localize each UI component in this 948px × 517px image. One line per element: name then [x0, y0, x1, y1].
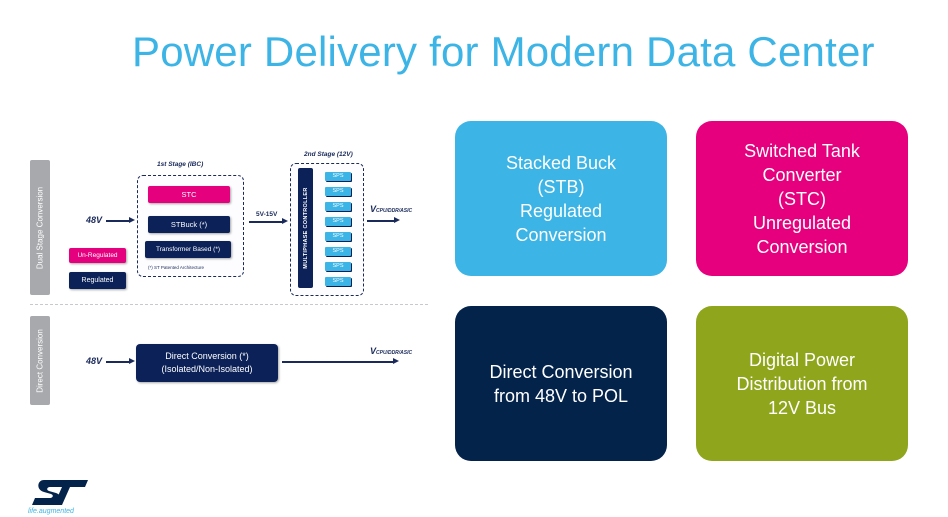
direct-input-arrow — [106, 358, 135, 364]
logo-tagline: life.augmented — [28, 508, 74, 515]
direct-block-line1: Direct Conversion (*) — [165, 351, 249, 361]
st-logo-icon — [32, 480, 88, 505]
stage2-label: 2nd Stage (12V) — [304, 151, 353, 158]
legend-unregulated: Un-Regulated — [69, 248, 126, 263]
section-separator — [30, 304, 428, 305]
direct-input-48v-label: 48V — [86, 356, 103, 366]
direct-output-v-sub: CPU/DDR/ASIC — [376, 350, 413, 356]
card-direct-conversion-text: Direct Conversion from 48V to POL — [489, 361, 633, 406]
output-v-sub: CPU/DDR/ASIC — [376, 208, 413, 214]
sps-block: SPS — [325, 262, 351, 271]
card-direct-conversion: Direct Conversion from 48V to POL — [455, 306, 667, 461]
sps-block: SPS — [325, 247, 351, 256]
input-arrow — [106, 217, 135, 223]
stage1-label: 1st Stage (IBC) — [157, 161, 204, 168]
direct-conversion-tab-label: Direct Conversion — [35, 328, 45, 393]
stc-block: STC — [148, 186, 230, 203]
sps-block: SPS — [325, 202, 351, 211]
direct-output-voltage-label: VCPU/DDR/ASIC — [370, 346, 412, 356]
sps-block: SPS — [325, 232, 351, 241]
multiphase-controller-label: MULTIPHASE CONTROLLER — [302, 187, 309, 269]
direct-output-v: V — [370, 346, 377, 356]
card-stacked-buck: Stacked Buck (STB) Regulated Conversion — [455, 121, 667, 276]
output-arrow — [367, 217, 400, 223]
direct-conversion-block: Direct Conversion (*) (Isolated/Non-Isol… — [136, 344, 278, 382]
direct-output-arrow — [282, 358, 399, 364]
intermediate-voltage-label: 5V-15V — [256, 211, 278, 218]
card-switched-tank: Switched Tank Converter (STC) Unregulate… — [696, 121, 908, 276]
sps-block: SPS — [325, 277, 351, 286]
output-v: V — [370, 204, 377, 214]
card-digital-power: Digital Power Distribution from 12V Bus — [696, 306, 908, 461]
patent-note: (*) ST Patented Architecture — [148, 265, 204, 270]
card-stacked-buck-text: Stacked Buck (STB) Regulated Conversion — [505, 152, 617, 245]
card-digital-power-text: Digital Power Distribution from 12V Bus — [736, 349, 868, 418]
legend-regulated: Regulated — [69, 272, 126, 289]
dual-stage-tab-label: Dual Stage Conversion — [35, 186, 45, 269]
sps-block: SPS — [325, 217, 351, 226]
card-switched-tank-text: Switched Tank Converter (STC) Unregulate… — [744, 140, 860, 257]
slide-title: Power Delivery for Modern Data Center — [132, 28, 875, 75]
direct-block-line2: (Isolated/Non-Isolated) — [161, 364, 253, 374]
intermediate-arrow — [249, 218, 288, 224]
multiphase-controller: MULTIPHASE CONTROLLER — [298, 168, 313, 288]
output-voltage-label: VCPU/DDR/ASIC — [370, 204, 412, 214]
stbuck-block: STBuck (*) — [148, 216, 230, 233]
direct-conversion-tab: Direct Conversion — [30, 316, 50, 405]
dual-stage-tab: Dual Stage Conversion — [30, 160, 50, 295]
sps-block: SPS — [325, 172, 351, 181]
sps-block: SPS — [325, 187, 351, 196]
transformer-based-block: Transformer Based (*) — [145, 241, 231, 258]
input-48v-label: 48V — [86, 215, 103, 225]
